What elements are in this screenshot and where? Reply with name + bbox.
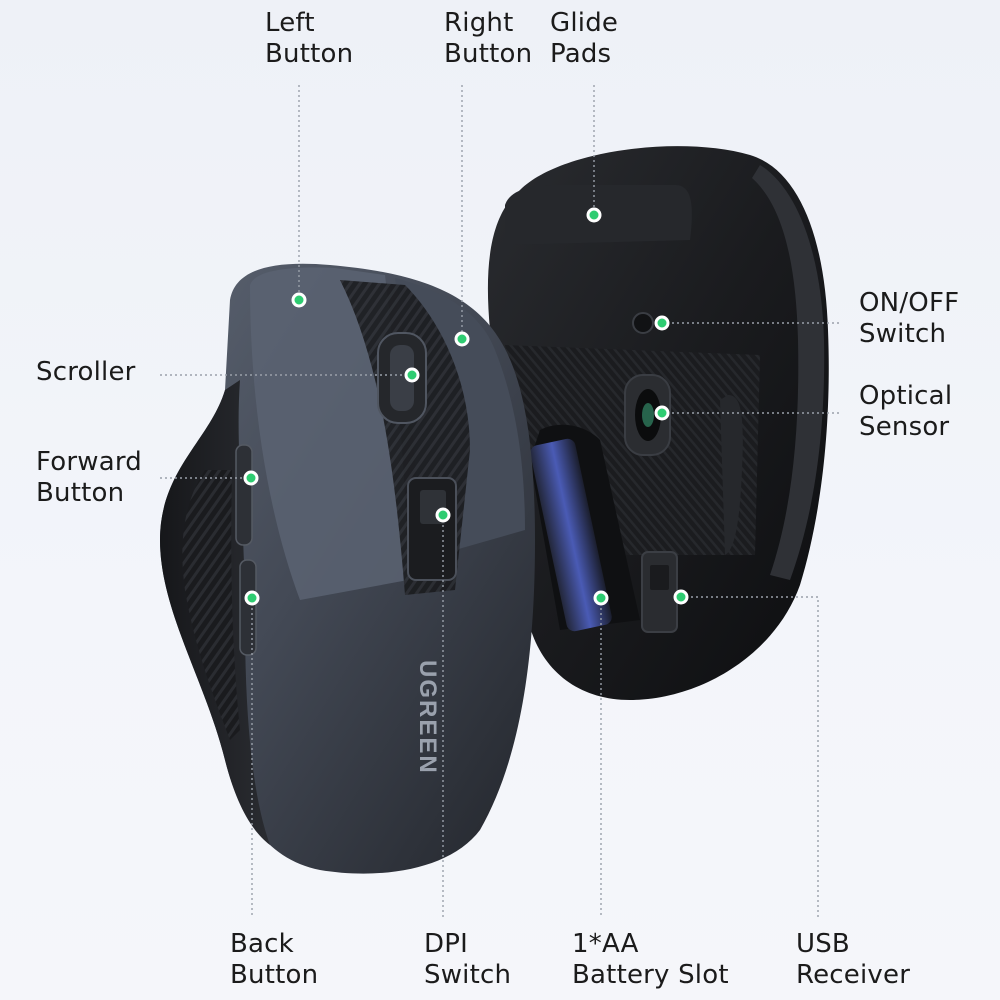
dot-left-button: [291, 292, 307, 308]
brand-logo: UGREEN: [414, 660, 441, 775]
on-off-switch-knob: [632, 312, 654, 334]
dot-forward-button: [243, 470, 259, 486]
callout-dots: [243, 207, 689, 606]
label-left-button: Left Button: [265, 8, 354, 69]
glide-pad-right: [720, 395, 743, 555]
forward-button-shape: [235, 444, 253, 546]
leader-usb: [681, 596, 819, 918]
scroll-wheel-tread: [390, 345, 414, 411]
dot-scroller: [404, 367, 420, 383]
label-on-off-switch: ON/OFF Switch: [859, 288, 960, 349]
dot-right-button: [454, 331, 470, 347]
label-right-button: Right Button: [444, 8, 533, 69]
label-usb-receiver: USB Receiver: [796, 929, 911, 990]
label-glide-pads: Glide Pads: [550, 8, 619, 69]
label-scroller: Scroller: [36, 357, 136, 387]
mouse-side-texture: [182, 470, 240, 740]
optical-sensor-light: [642, 403, 654, 427]
dot-optical: [654, 405, 670, 421]
dot-usb: [673, 589, 689, 605]
usb-receiver-slot: [641, 551, 678, 633]
label-forward-button: Forward Button: [36, 447, 142, 508]
mouse-top-view: UGREEN: [160, 263, 535, 874]
usb-receiver-head: [650, 565, 669, 590]
dot-back-button: [244, 590, 260, 606]
leader-lines: [160, 85, 840, 918]
back-button-shape: [239, 559, 257, 656]
label-optical-sensor: Optical Sensor: [859, 381, 953, 442]
aa-battery: [530, 438, 612, 632]
label-battery-slot: 1*AA Battery Slot: [572, 929, 729, 990]
label-dpi-switch: DPI Switch: [424, 929, 512, 990]
label-back-button: Back Button: [230, 929, 319, 990]
dot-dpi: [435, 507, 451, 523]
mouse-bottom-view: [487, 146, 829, 701]
dot-glide-pads: [586, 207, 602, 223]
dot-battery: [593, 590, 609, 606]
mouse-base-side: [752, 165, 825, 580]
dot-on-off: [654, 315, 670, 331]
